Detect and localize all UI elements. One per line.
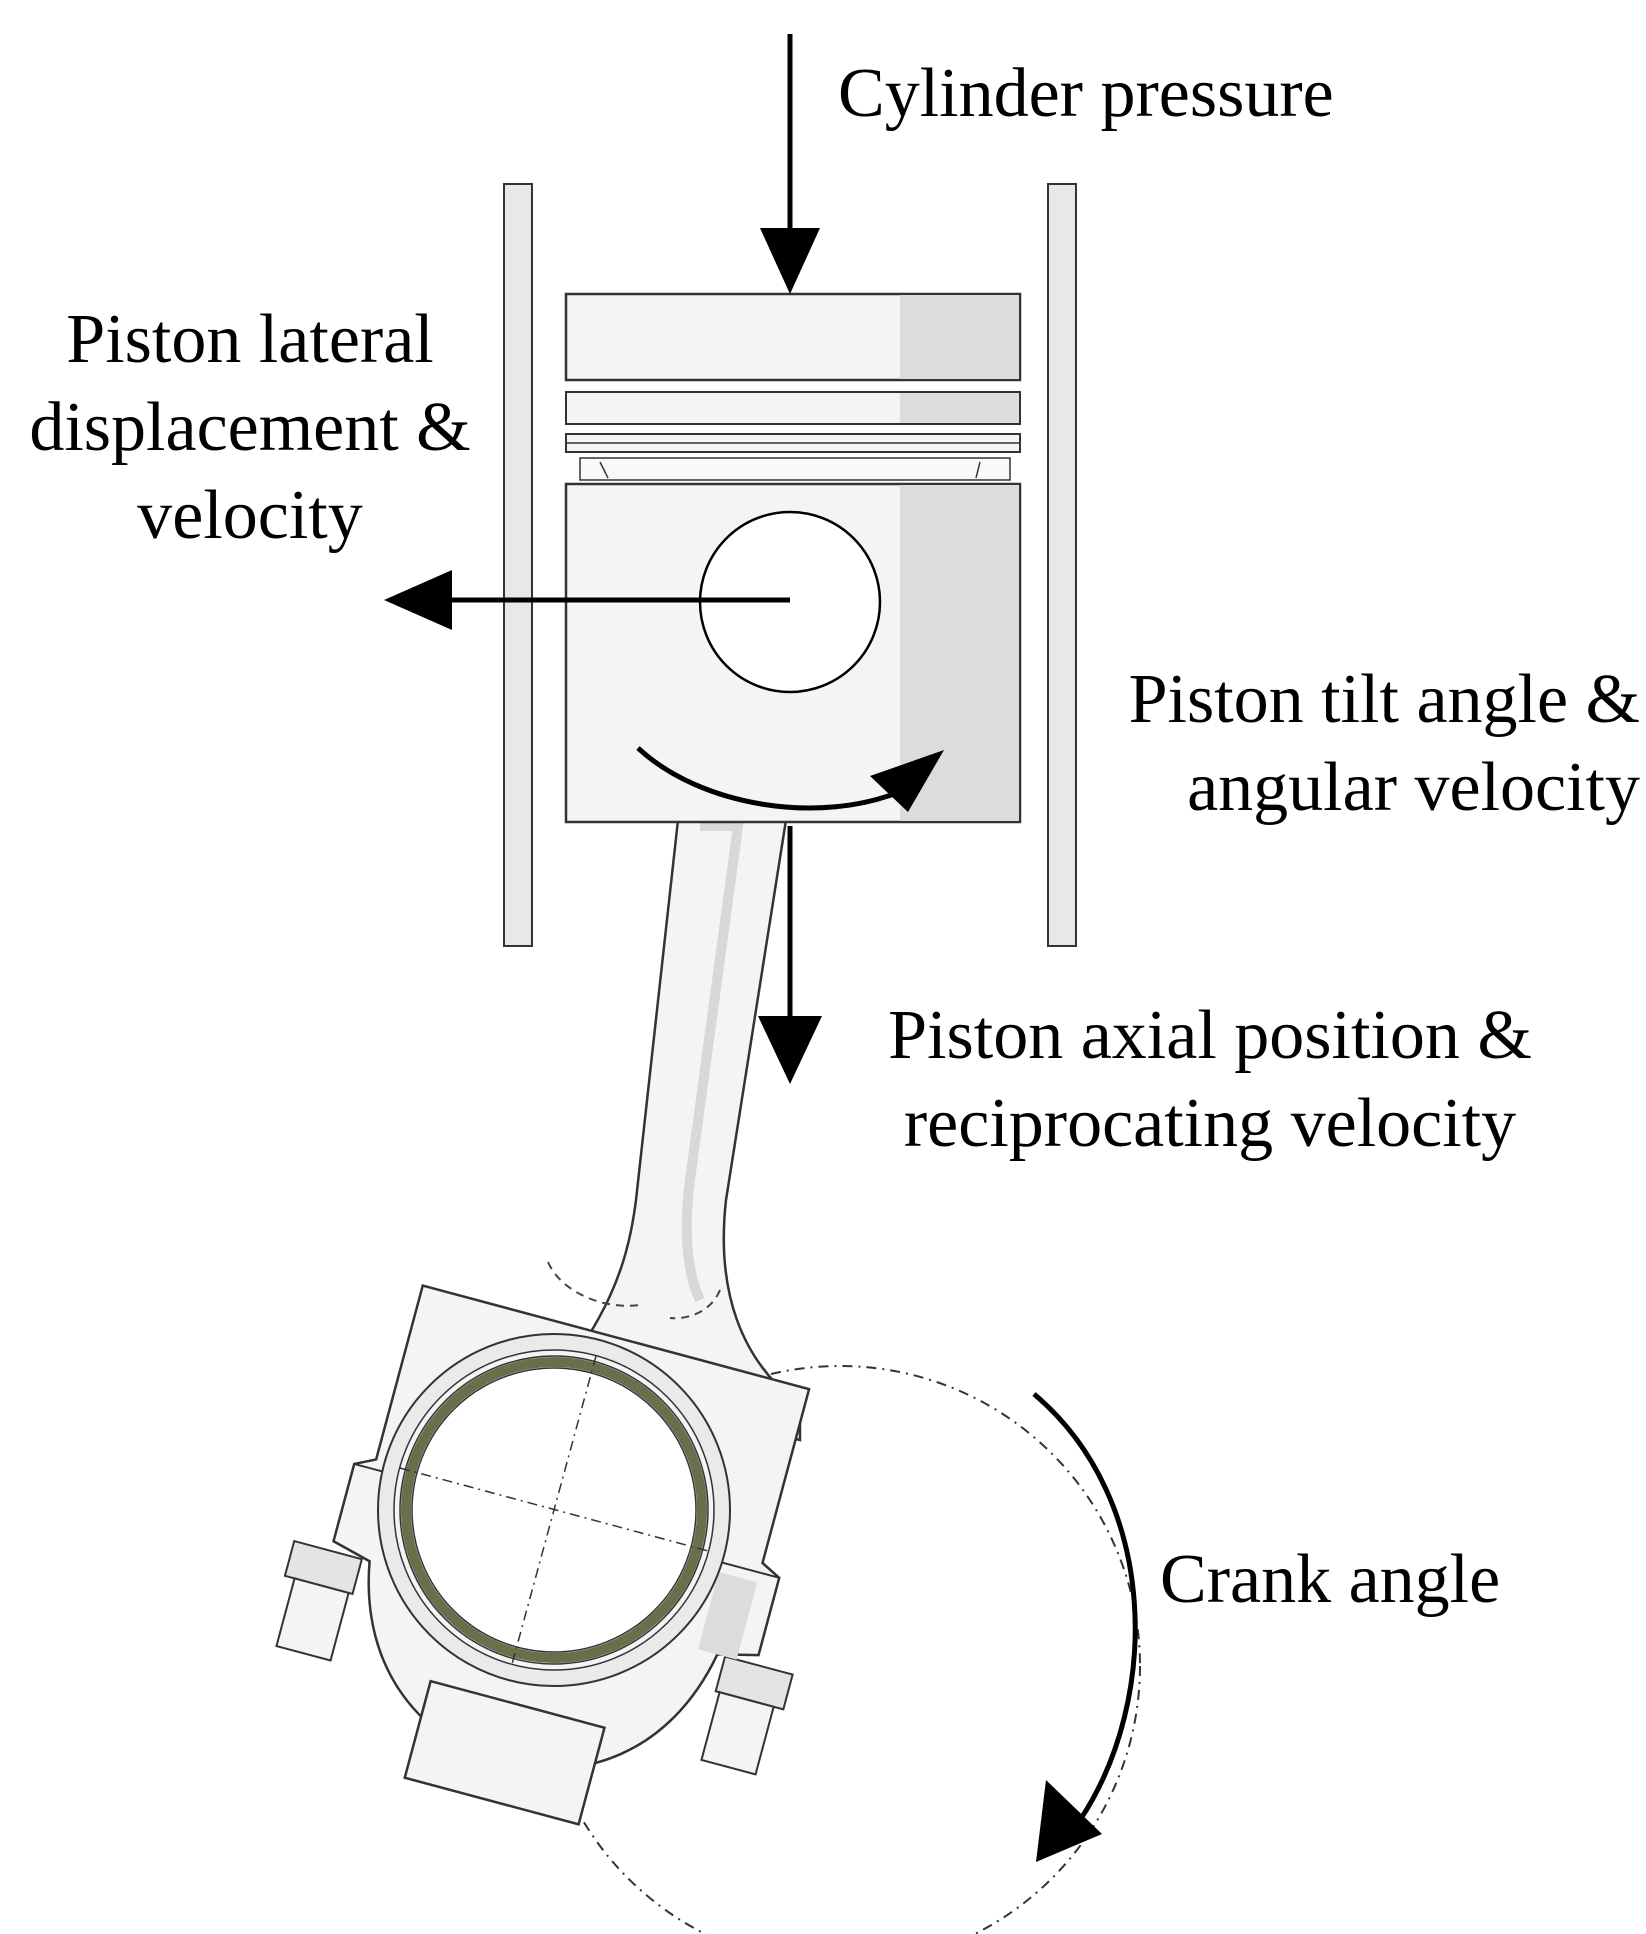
label-line: reciprocating velocity <box>903 1085 1517 1162</box>
label-piston-tilt: Piston tilt angle & angular velocity <box>1080 656 1640 832</box>
axial-position-arrow <box>758 1016 822 1084</box>
cylinder-liner-left <box>503 183 533 947</box>
label-line: velocity <box>137 477 363 554</box>
tilt-angle-arrow <box>870 750 944 812</box>
label-line: Piston tilt angle & <box>1128 661 1640 738</box>
piston <box>564 292 1022 824</box>
connecting-rod <box>275 818 811 1826</box>
label-line: Piston axial position & <box>888 997 1532 1074</box>
crank-angle-arrow <box>1036 1780 1102 1862</box>
label-piston-lateral: Piston lateral displacement & velocity <box>0 296 500 560</box>
label-cylinder-pressure: Cylinder pressure <box>838 55 1334 132</box>
label-line: Piston lateral <box>66 301 434 378</box>
label-piston-axial: Piston axial position & reciprocating ve… <box>860 992 1560 1168</box>
cylinder-liner-right <box>1047 183 1077 947</box>
lateral-displacement-arrow <box>384 570 452 630</box>
label-line: displacement & <box>29 389 471 466</box>
label-line: angular velocity <box>1187 749 1640 826</box>
label-crank-angle: Crank angle <box>1160 1541 1501 1618</box>
cylinder-pressure-arrow <box>760 228 820 294</box>
